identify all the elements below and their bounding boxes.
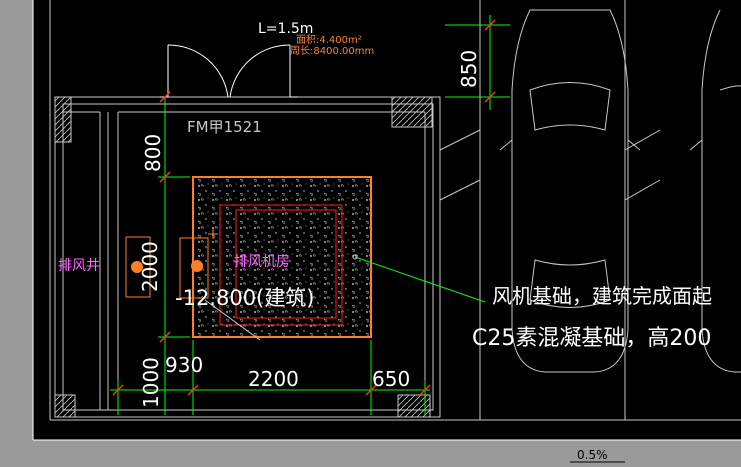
- slope-label: 0.5%: [577, 448, 608, 462]
- perimeter-label: 周长:8400.00mm: [290, 45, 374, 57]
- leader-line: [354, 256, 486, 303]
- leader-point: [352, 254, 358, 260]
- dim-1000: 1000: [139, 357, 163, 408]
- dim-850: 850: [457, 50, 481, 88]
- dim-650: 650: [372, 367, 410, 391]
- fan-room-label: 排风机房: [234, 254, 290, 270]
- car-icon: [499, 9, 641, 373]
- exhaust-shaft-label: 排风井: [58, 258, 100, 274]
- elevation-label: -12.800(建筑): [175, 286, 314, 310]
- exhaust-shaft: [125, 236, 151, 298]
- door-code-label: FM甲1521: [187, 118, 262, 136]
- parking-area: [439, 0, 661, 420]
- dimension-ticks: [112, 19, 496, 396]
- area-label: 面积:4.400m²: [296, 34, 362, 46]
- room-walls: [54, 96, 441, 418]
- note-line-2: C25素混凝基础，高200: [472, 326, 711, 351]
- note-line-1: 风机基础，建筑完成面起: [492, 284, 712, 308]
- fan-foundation: [192, 176, 372, 341]
- length-label: L=1.5m: [258, 21, 313, 37]
- dim-800: 800: [141, 134, 165, 172]
- dim-2200: 2200: [248, 367, 299, 391]
- columns: [54, 96, 433, 418]
- fan-unit: [179, 229, 218, 299]
- dimension-lines: [110, 15, 510, 415]
- car-icon: [689, 9, 741, 373]
- dim-930: 930: [165, 353, 203, 377]
- double-door: [160, 44, 298, 98]
- dim-2000: 2000: [138, 241, 162, 292]
